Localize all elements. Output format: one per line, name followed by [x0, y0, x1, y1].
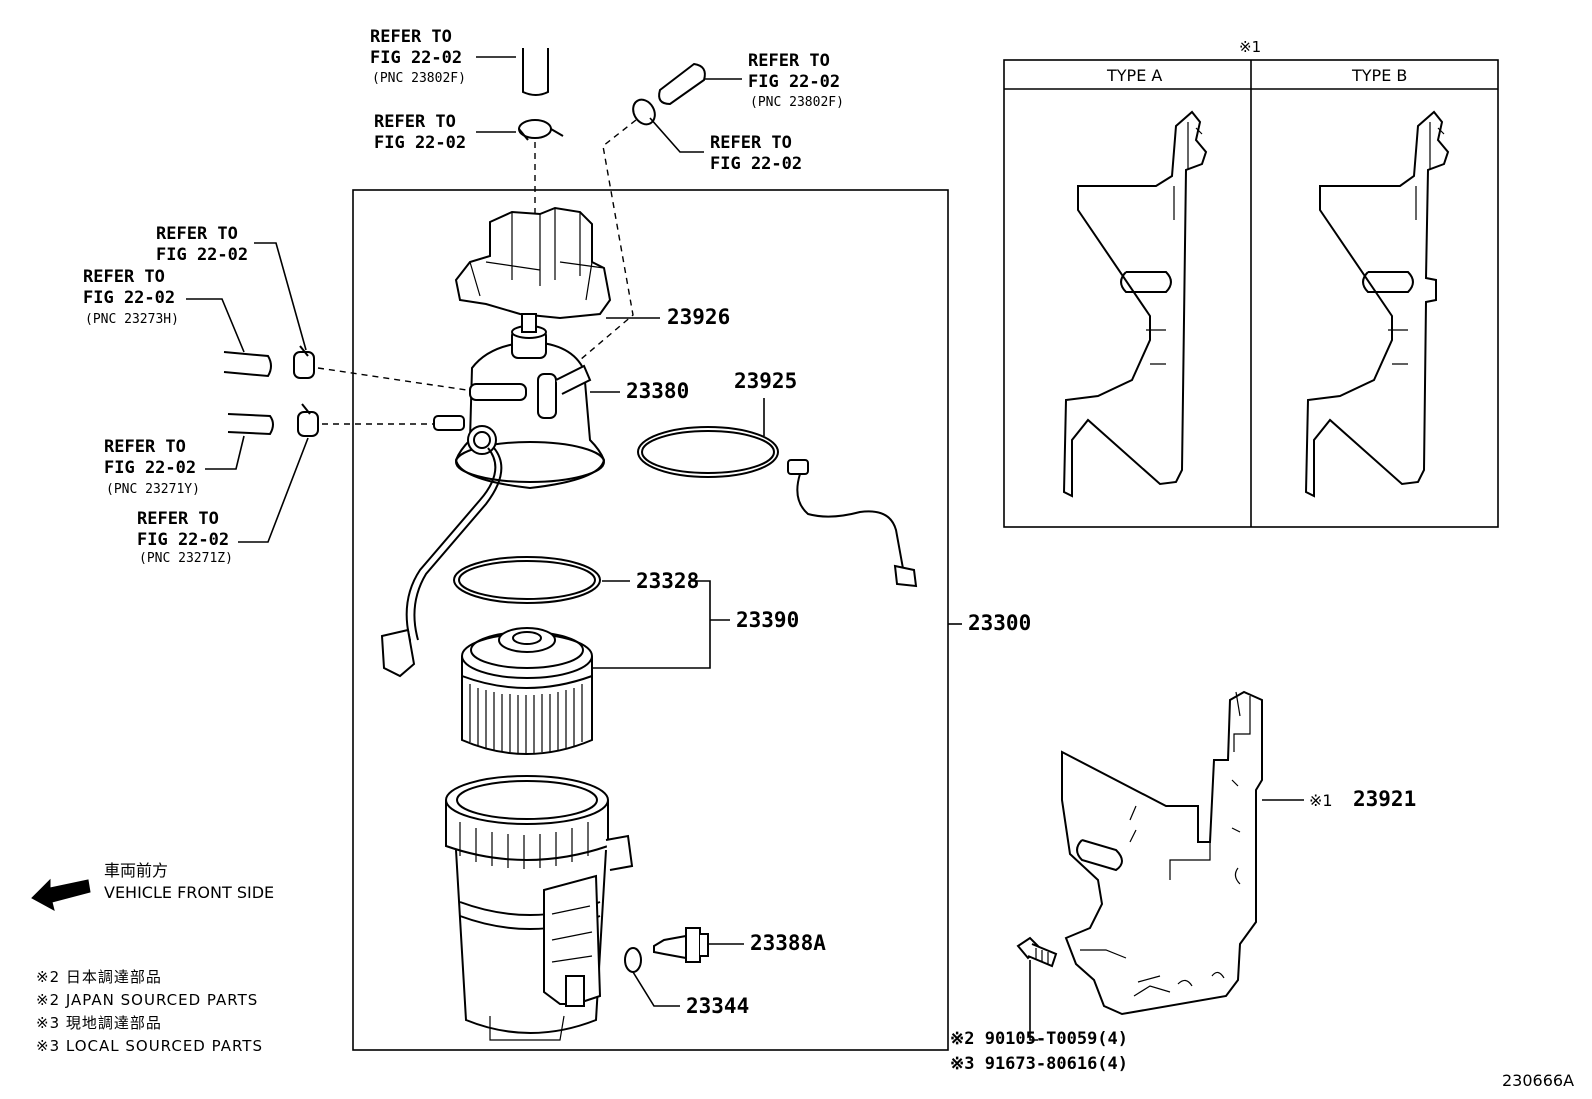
left-lower-clamp — [297, 403, 319, 437]
refer-label-upper-right-clamp: REFER TO FIG 22-02 — [710, 133, 802, 174]
refer-label-left-clamp-upper: REFER TO FIG 22-02 — [156, 224, 248, 265]
inset-type-a-label: TYPE A — [1106, 66, 1162, 85]
inset-bracket-type-b — [1304, 110, 1450, 498]
svg-text:REFER TO: REFER TO — [137, 509, 219, 529]
part-23390-filter-element — [461, 627, 593, 755]
part-23921-bracket — [1061, 690, 1263, 1016]
left-upper-hose — [223, 351, 272, 378]
refer-label-left-hose-lower: REFER TO FIG 22-02 (PNC 23271Y) — [104, 437, 200, 497]
inset-type-b-label: TYPE B — [1351, 66, 1407, 85]
part-23380-filter-head — [433, 313, 606, 490]
direction-label-en: VEHICLE FRONT SIDE — [104, 883, 274, 902]
svg-text:FIG 22-02: FIG 22-02 — [370, 48, 462, 68]
part-23921-mark: ※1 — [1309, 791, 1333, 810]
refer-label-upper-right-hose: REFER TO FIG 22-02 (PNC 23802F) — [748, 51, 844, 110]
left-lower-hose — [227, 413, 274, 436]
part-number-23388A: 23388A — [750, 931, 826, 955]
svg-text:REFER TO: REFER TO — [748, 51, 830, 71]
vehicle-front-arrow-icon — [31, 878, 91, 911]
upper-right-clamp — [632, 98, 704, 153]
part-number-23380: 23380 — [626, 379, 689, 403]
part-number-23328: 23328 — [636, 569, 699, 593]
svg-text:FIG 22-02: FIG 22-02 — [748, 72, 840, 92]
left-upper-clamp — [293, 345, 315, 379]
svg-text:FIG 22-02: FIG 22-02 — [710, 154, 802, 174]
svg-text:(PNC 23802F): (PNC 23802F) — [750, 95, 844, 110]
svg-text:REFER TO: REFER TO — [710, 133, 792, 153]
part-23328-o-ring — [453, 556, 601, 604]
svg-text:FIG 22-02: FIG 22-02 — [374, 133, 466, 153]
part-23388A-drain-plug — [653, 927, 709, 963]
inset-bracket-type-a — [1062, 110, 1208, 498]
fuel-line — [405, 447, 497, 665]
svg-text:FIG 22-02: FIG 22-02 — [104, 458, 196, 478]
svg-text:REFER TO: REFER TO — [83, 267, 165, 287]
svg-text:(PNC 23271Z): (PNC 23271Z) — [139, 551, 233, 566]
part-number-23921: 23921 — [1353, 787, 1416, 811]
upper-right-hose — [658, 62, 706, 106]
part-23925-wire-ring — [637, 426, 918, 588]
note-line-1: ※2 日本調達部品 — [36, 968, 162, 986]
part-23344-o-ring — [624, 947, 642, 973]
refer-label-top-hose: REFER TO FIG 22-02 (PNC 23802F) — [370, 27, 466, 86]
svg-text:(PNC 23273H): (PNC 23273H) — [85, 312, 179, 327]
svg-text:FIG 22-02: FIG 22-02 — [83, 288, 175, 308]
svg-text:FIG 22-02: FIG 22-02 — [156, 245, 248, 265]
bracket-bolt — [1016, 936, 1058, 968]
inset-mark: ※1 — [1239, 38, 1261, 56]
part-23926-cover — [454, 206, 612, 320]
assembly-frame — [352, 189, 949, 1051]
svg-text:REFER TO: REFER TO — [370, 27, 452, 47]
svg-text:REFER TO: REFER TO — [374, 112, 456, 132]
refer-label-left-hose-upper: REFER TO FIG 22-02 (PNC 23273H) — [83, 267, 179, 327]
part-number-23344: 23344 — [686, 994, 749, 1018]
bolt-part-number-local: ※3 91673-80616(4) — [950, 1054, 1128, 1074]
part-number-23926: 23926 — [667, 305, 730, 329]
inset-table — [1003, 59, 1499, 528]
refer-label-top-clamp: REFER TO FIG 22-02 — [374, 112, 466, 153]
refer-label-left-clamp-lower: REFER TO FIG 22-02 (PNC 23271Z) — [137, 509, 233, 566]
svg-text:(PNC 23802F): (PNC 23802F) — [372, 71, 466, 86]
line-connector — [380, 628, 416, 678]
bolt-part-number-japan: ※2 90105-T0059(4) — [950, 1029, 1128, 1049]
note-line-2: ※2 JAPAN SOURCED PARTS — [36, 991, 258, 1009]
svg-text:FIG 22-02: FIG 22-02 — [137, 530, 229, 550]
filter-bowl — [445, 775, 634, 1041]
svg-text:REFER TO: REFER TO — [104, 437, 186, 457]
top-clamp — [518, 119, 564, 141]
direction-label-jp: 車両前方 — [104, 861, 168, 880]
part-number-23390: 23390 — [736, 608, 799, 632]
figure-code: 230666A — [1502, 1071, 1574, 1090]
top-hose — [522, 48, 549, 96]
svg-text:(PNC 23271Y): (PNC 23271Y) — [106, 482, 200, 497]
note-line-4: ※3 LOCAL SOURCED PARTS — [36, 1037, 263, 1055]
part-number-23925: 23925 — [734, 369, 797, 393]
note-line-3: ※3 現地調達部品 — [36, 1014, 162, 1032]
part-number-23300: 23300 — [968, 611, 1031, 635]
svg-text:REFER TO: REFER TO — [156, 224, 238, 244]
